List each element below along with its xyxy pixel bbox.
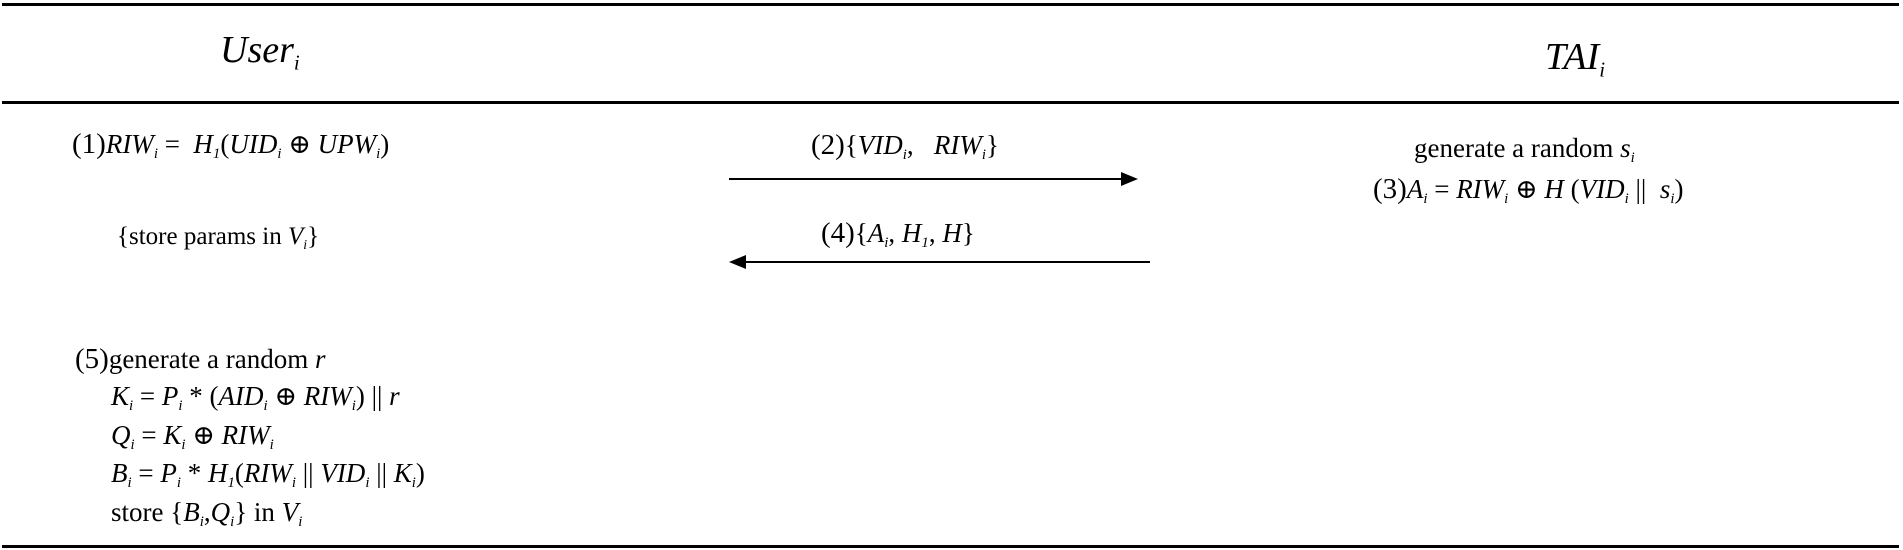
user-step5-generate: (5)generate a random r bbox=[75, 343, 326, 375]
tai-generate-random: generate a random si bbox=[1414, 133, 1635, 167]
user-step5-q-formula: Qi = Ki ⊕ RIWi bbox=[111, 420, 274, 454]
user-store-params: {store params in Vi} bbox=[117, 223, 320, 252]
top-rule bbox=[2, 3, 1899, 6]
header-rule bbox=[2, 101, 1899, 104]
message-4-label: (4){Ai, H1, H} bbox=[821, 217, 975, 252]
header-tai: TAIi bbox=[1545, 36, 1605, 82]
message-2-label: (2){VIDi, RIWi} bbox=[811, 129, 999, 164]
bottom-rule bbox=[2, 545, 1899, 548]
arrow-tai-to-user bbox=[729, 255, 1150, 269]
user-step1-formula: (1)RIWi = H1(UIDi ⊕ UPWi) bbox=[72, 128, 390, 163]
tai-step3-formula: (3)Ai = RIWi ⊕ H (VIDi || si) bbox=[1373, 173, 1684, 208]
user-step5-k-formula: Ki = Pi * (AIDi ⊕ RIWi) || r bbox=[111, 381, 400, 415]
arrow-user-to-tai bbox=[729, 172, 1138, 186]
user-step5-b-formula: Bi = Pi * H1(RIWi || VIDi || Ki) bbox=[111, 458, 425, 492]
user-step5-store: store {Bi,Qi} in Vi bbox=[111, 497, 303, 531]
header-user: Useri bbox=[220, 29, 300, 75]
